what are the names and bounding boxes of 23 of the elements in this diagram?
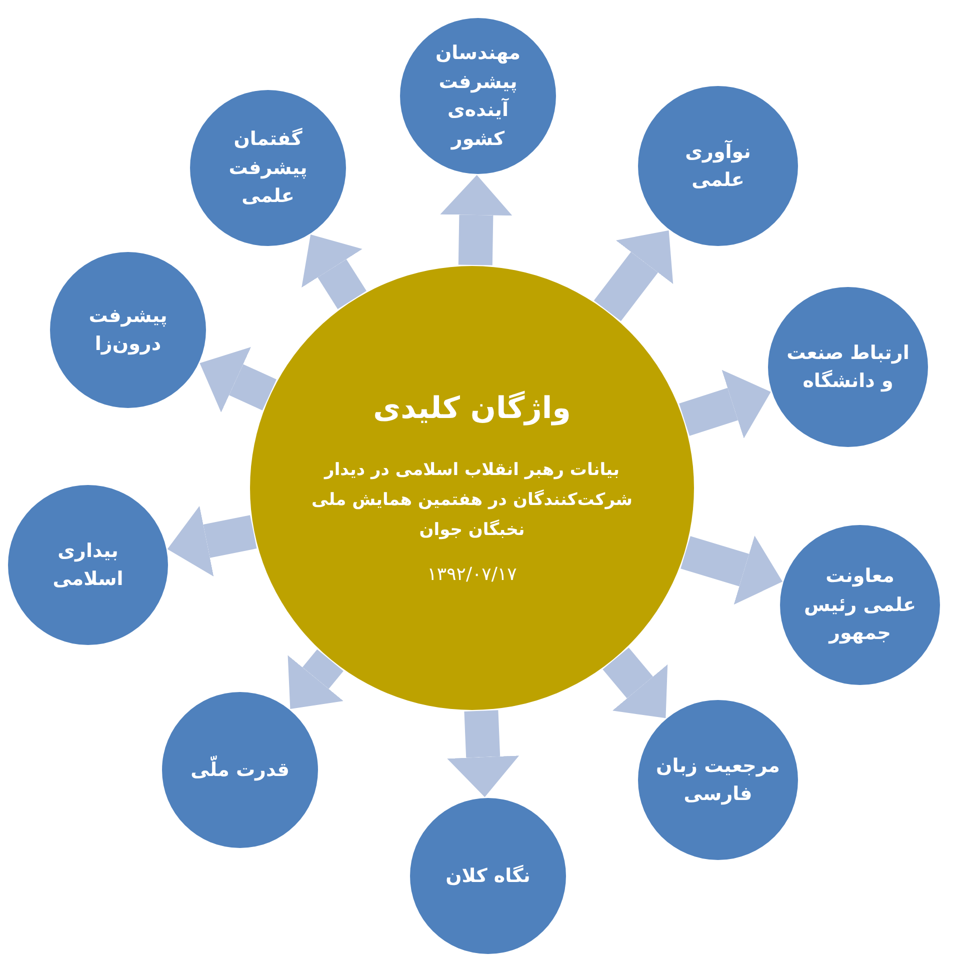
center-text: بیانات رهبر انقلاب اسلامی در دیدار شرکت‌کنندگان در هفتمین همایش ملی نخبگان جوان bbox=[310, 459, 634, 542]
topic-label: نوآوری علمی bbox=[684, 139, 752, 193]
block-arrow bbox=[602, 648, 668, 718]
topic-label: گفتمان پیشرفت علمی bbox=[228, 126, 308, 210]
center-heading: واژگان کلیدی bbox=[373, 391, 571, 426]
block-arrow bbox=[680, 536, 782, 605]
block-arrow bbox=[167, 506, 257, 576]
topic-label: پیشرفت درون‌زا bbox=[88, 304, 168, 357]
block-arrow bbox=[302, 234, 366, 310]
topic-label: نگاه کلان bbox=[446, 864, 530, 889]
block-arrow bbox=[679, 370, 771, 438]
block-arrow bbox=[447, 710, 520, 798]
topic-label: مهندسان پیشرفت آینده‌ی کشور bbox=[434, 41, 522, 152]
block-arrow bbox=[440, 175, 512, 266]
topic-label: معاونت علمی رئیس جمهور bbox=[803, 564, 917, 646]
topic-label: ارتباط صنعت و دانشگاه bbox=[786, 340, 910, 394]
topic-label: مرجعیت زبان فارسی bbox=[656, 754, 780, 807]
block-arrow bbox=[288, 649, 344, 709]
block-arrow bbox=[594, 230, 674, 322]
block-arrow bbox=[200, 346, 276, 412]
topic-label: بیداری اسلامی bbox=[52, 538, 124, 592]
date-text: ۱۳۹۲/۰۷/۱۷ bbox=[427, 564, 517, 585]
topic-label: قدرت ملّی bbox=[190, 756, 290, 784]
